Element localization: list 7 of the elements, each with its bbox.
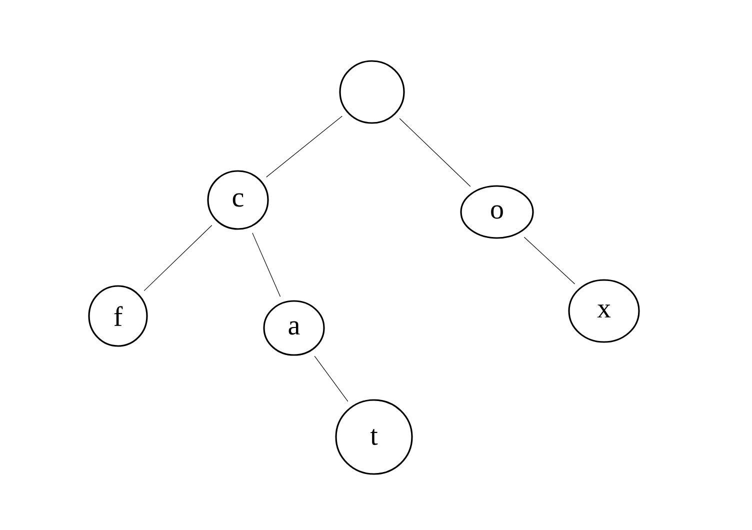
tree-line [252,232,281,297]
tree-line [314,356,348,402]
tree-line [524,236,576,284]
tree-line [144,224,212,292]
tree-line [399,118,471,187]
empty-circle [339,60,405,124]
tree-line [266,116,342,178]
